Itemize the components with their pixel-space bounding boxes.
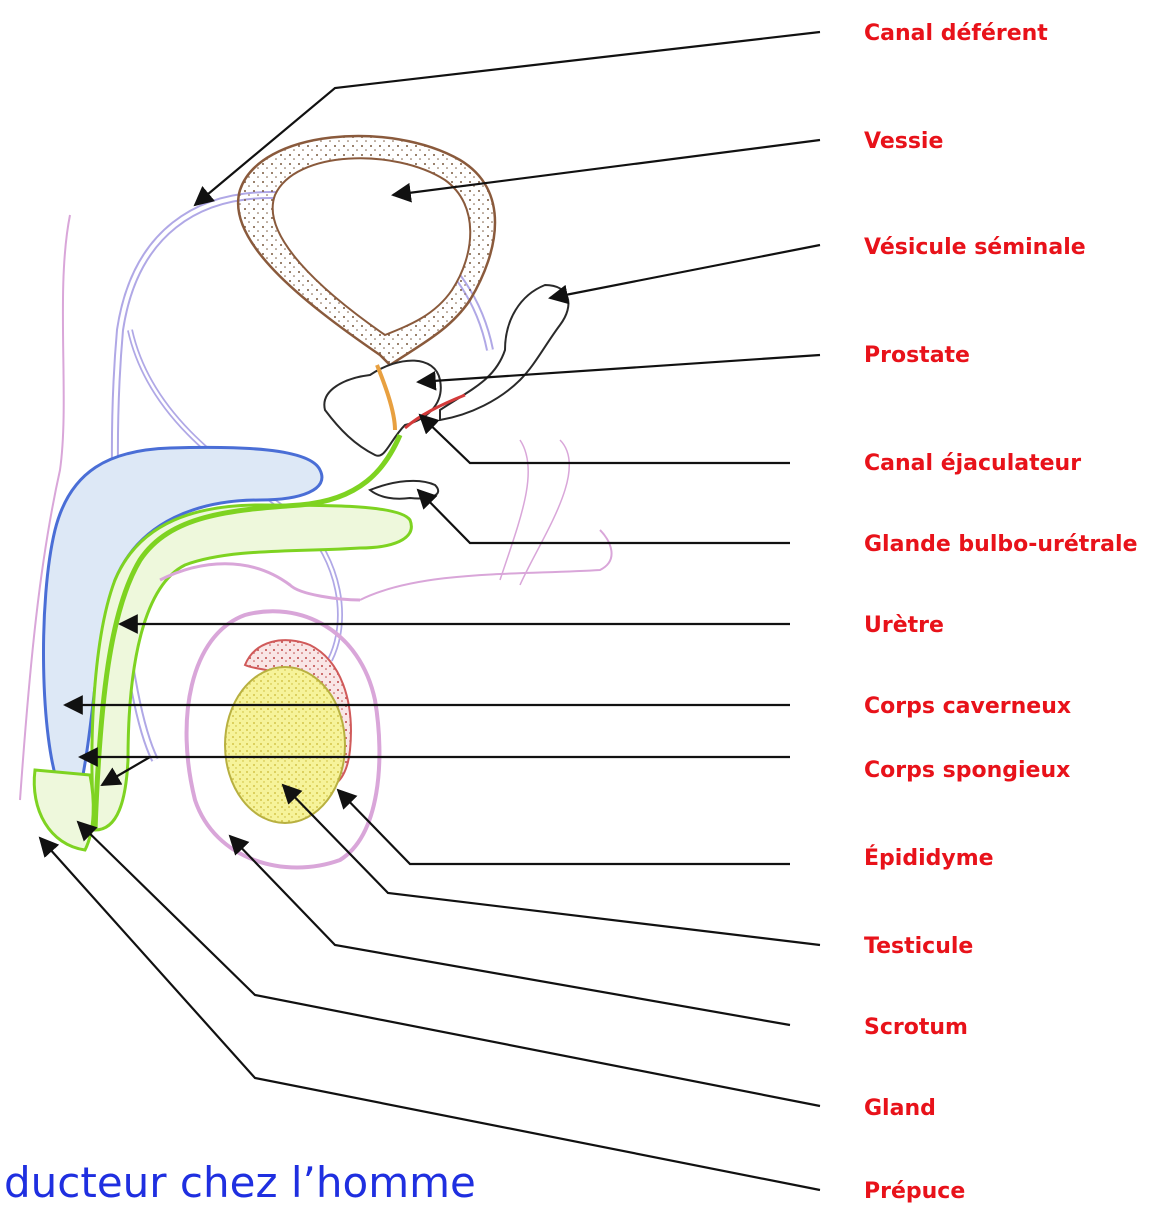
arrow-vesicule-seminale	[550, 245, 820, 298]
label-glande-bulbo-uretrale: Glande bulbo-urétrale	[864, 532, 1138, 557]
label-testicule: Testicule	[864, 934, 973, 959]
testis-shape	[225, 667, 345, 823]
label-vessie: Vessie	[864, 129, 943, 154]
arrow-prostate	[418, 355, 820, 382]
label-canal-deferent: Canal déférent	[864, 21, 1048, 46]
glans	[34, 770, 93, 850]
label-corps-caverneux: Corps caverneux	[864, 694, 1071, 719]
diagram-title: ducteur chez l’homme	[4, 1158, 476, 1207]
bulbourethral-gland	[370, 481, 438, 499]
label-vesicule-seminale: Vésicule séminale	[864, 235, 1086, 260]
label-scrotum: Scrotum	[864, 1015, 968, 1040]
arrow-epididyme	[338, 790, 790, 864]
label-canal-ejaculateur: Canal éjaculateur	[864, 451, 1081, 476]
arrow-prepuce	[40, 838, 820, 1190]
label-gland: Gland	[864, 1096, 936, 1121]
label-corps-spongieux: Corps spongieux	[864, 758, 1070, 783]
label-epididyme: Épididyme	[864, 845, 994, 871]
label-list: Canal déférent Vessie Vésicule séminale …	[864, 21, 1138, 1204]
label-uretre: Urètre	[864, 613, 944, 638]
label-prostate: Prostate	[864, 343, 970, 368]
label-prepuce: Prépuce	[864, 1179, 965, 1204]
arrow-canal-ejaculateur	[420, 415, 790, 463]
rectum-outline	[500, 440, 569, 585]
